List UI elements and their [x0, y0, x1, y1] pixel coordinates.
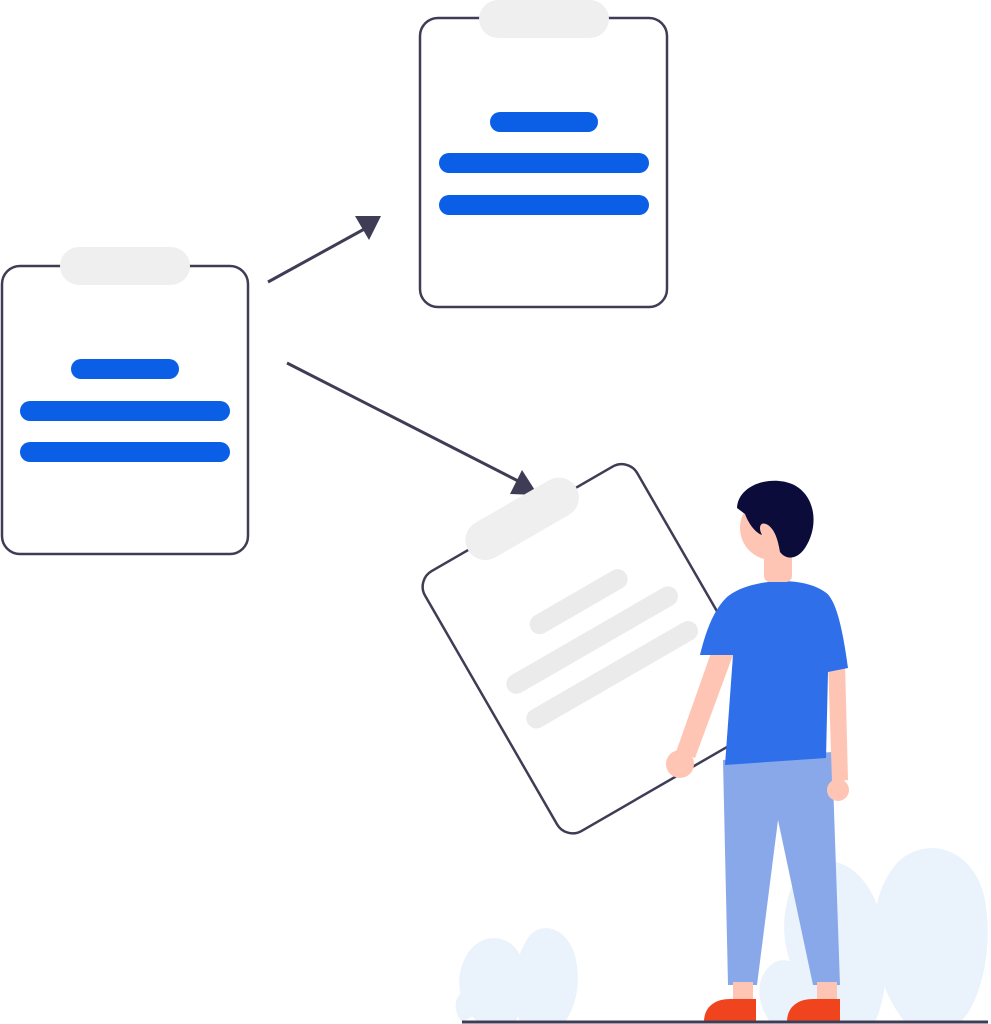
person-figure	[666, 480, 849, 1022]
pants	[723, 752, 840, 985]
faded-line-long	[506, 586, 678, 694]
arm-left	[676, 650, 733, 758]
plant-icon-left	[455, 928, 578, 1022]
arrow-icon-upper	[267, 216, 381, 284]
text-line-short	[490, 112, 598, 132]
arrow-shaft	[286, 361, 525, 486]
clipboard-clip	[60, 247, 190, 285]
hair	[737, 480, 814, 558]
shoe-left	[704, 999, 756, 1022]
text-line-long	[439, 153, 649, 173]
text-line-short	[71, 359, 179, 379]
ankle-left	[733, 982, 753, 1000]
faded-line-short	[529, 569, 628, 635]
faded-line-long	[526, 620, 698, 729]
text-line-long	[20, 442, 230, 462]
clipboard-clip	[465, 477, 579, 561]
arm-right	[828, 660, 848, 782]
source-clipboard	[0, 247, 250, 556]
text-line-long	[20, 401, 230, 421]
arrow-head	[355, 216, 381, 240]
arrow-icon-lower	[286, 361, 538, 495]
arrow-shaft	[267, 225, 369, 284]
shoe-right	[787, 999, 840, 1022]
text-line-long	[439, 195, 649, 215]
hand-right	[827, 779, 849, 801]
shirt	[700, 581, 848, 765]
plant-leaf-b	[514, 928, 578, 1022]
hand-left	[666, 750, 694, 778]
ankle-right	[817, 982, 837, 1000]
target-clipboard-upper	[418, 0, 669, 309]
clipboard-clip	[479, 0, 609, 38]
arrow-head	[510, 470, 538, 495]
plant-leaf-large	[874, 848, 988, 1022]
plant-leaf-c	[455, 989, 484, 1022]
